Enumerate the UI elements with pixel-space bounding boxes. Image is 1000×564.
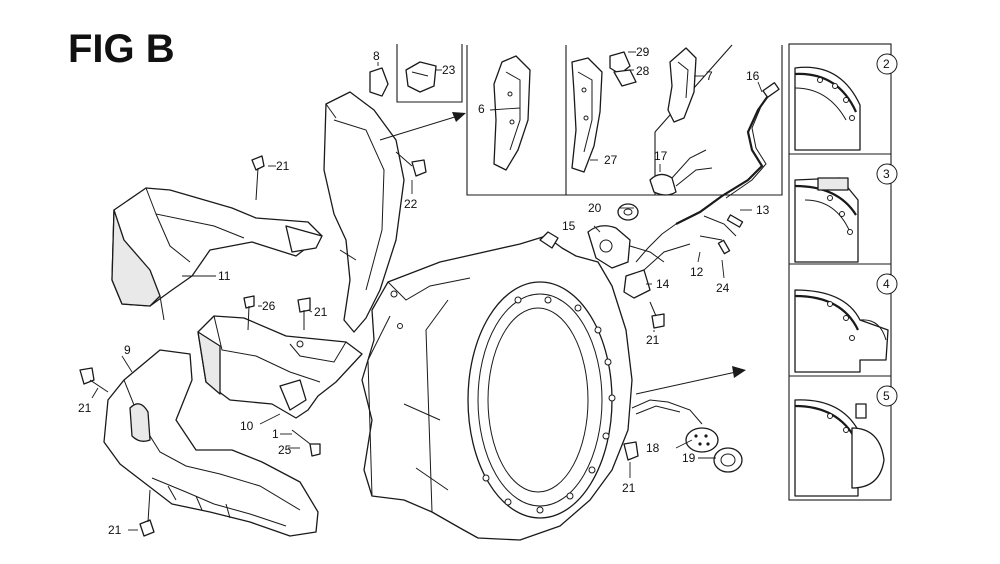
inset-label-5: 5 [883, 389, 890, 403]
callout-17: 17 [654, 149, 668, 163]
callout-13: 13 [756, 203, 770, 217]
inset-5: 5 [794, 385, 898, 497]
bolt-21-bottom [139, 489, 155, 537]
callout-27: 27 [604, 153, 618, 167]
air-guide-11 [111, 187, 323, 321]
inset-2: 2 [794, 53, 898, 151]
part-17-sensor [649, 149, 713, 196]
callout-21-bottom: 21 [108, 523, 122, 537]
callout-24: 24 [716, 281, 730, 295]
part-20-grommet [617, 203, 639, 221]
bolt-26 [243, 295, 255, 331]
callout-21-center: 21 [622, 481, 636, 495]
callout-12: 12 [690, 265, 704, 279]
inset-label-2: 2 [883, 57, 890, 71]
bolt-21-right [649, 301, 665, 329]
leader-lines [91, 51, 763, 531]
part-8-nut [369, 67, 389, 97]
callout-26: 26 [262, 299, 276, 313]
part-15-switch [587, 225, 665, 269]
callout-21-right: 21 [646, 333, 660, 347]
figure-title: FIG B [68, 27, 175, 71]
part-27-plate [571, 57, 603, 173]
callout-23: 23 [442, 63, 456, 77]
bolt-25 [291, 429, 321, 457]
bolts [79, 151, 665, 537]
bolt-21-top [251, 155, 265, 201]
callout-21: 21 [276, 159, 290, 173]
callout-18: 18 [646, 441, 660, 455]
callout-21-left: 21 [78, 401, 92, 415]
inset-label-3: 3 [883, 167, 890, 181]
callout-19: 19 [682, 451, 696, 465]
part-7-plate [667, 47, 697, 123]
callout-11: 11 [218, 269, 231, 283]
callout-14: 14 [656, 277, 670, 291]
callout-labels: 21 22 8 23 6 27 29 28 7 16 17 20 13 15 1… [78, 45, 770, 537]
callout-15: 15 [562, 219, 576, 233]
bracket-10 [197, 315, 363, 419]
callout-7: 7 [706, 69, 713, 83]
arrows [379, 112, 746, 395]
callout-9: 9 [124, 343, 131, 357]
part-23-clip [405, 61, 437, 93]
upper-shroud [323, 91, 405, 333]
bolt-21-center [623, 441, 639, 461]
cover-9 [103, 349, 319, 537]
clip-inset-box [396, 44, 463, 103]
part-18-19-plug [631, 399, 743, 473]
part-28-29-clip [609, 51, 637, 87]
callout-10: 10 [240, 419, 254, 433]
blower-housing [361, 231, 633, 541]
callout-22: 22 [404, 197, 418, 211]
callout-6: 6 [478, 102, 485, 116]
inset-3: 3 [794, 163, 898, 263]
wiring-harness [635, 82, 780, 263]
callout-1: 1 [272, 427, 279, 441]
part-14-capacitor [623, 243, 691, 299]
callout-16: 16 [746, 69, 760, 83]
callout-25: 25 [278, 443, 292, 457]
inset-4: 4 [794, 273, 898, 373]
bolt-21-mid [297, 297, 311, 330]
callout-21-mid: 21 [314, 305, 328, 319]
callout-20: 20 [588, 201, 602, 215]
callout-28: 28 [636, 64, 650, 78]
part-6-plate [493, 55, 531, 171]
detail-insets: 2 3 4 5 [788, 43, 898, 501]
callout-29: 29 [636, 45, 650, 59]
bolt-22 [395, 151, 427, 177]
bolt-21-left [79, 367, 109, 393]
inset-label-4: 4 [883, 277, 890, 291]
callout-8: 8 [373, 49, 380, 63]
